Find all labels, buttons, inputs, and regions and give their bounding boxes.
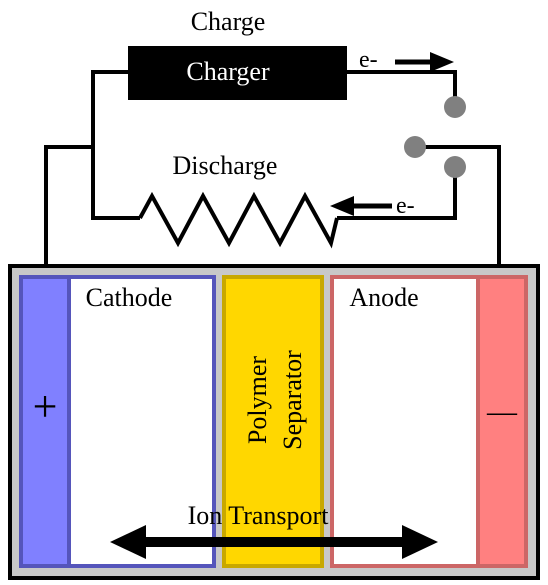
anode-terminal bbox=[476, 275, 528, 568]
cathode-lead-wire bbox=[44, 145, 93, 278]
anode-label: Anode bbox=[349, 283, 418, 312]
switch-contact-discharge bbox=[444, 156, 466, 178]
polymer-separator bbox=[222, 275, 324, 568]
anode-region bbox=[330, 275, 480, 568]
discharge-wire-right bbox=[337, 168, 457, 220]
circuit-wires bbox=[44, 70, 501, 278]
switch-contact-charge bbox=[444, 96, 466, 118]
electron-arrow-bottom-head bbox=[330, 196, 354, 216]
charge-label: Charge bbox=[191, 7, 266, 36]
switch bbox=[404, 96, 466, 178]
discharge-label: Discharge bbox=[173, 151, 278, 180]
charger: Charger bbox=[128, 46, 347, 100]
negative-sign: — bbox=[486, 395, 518, 428]
battery-cell: Cathode Anode + — Polymer Separator Ion … bbox=[8, 264, 540, 580]
anode-lead-wire bbox=[415, 145, 501, 278]
switch-contact-common bbox=[404, 136, 426, 158]
cathode-label: Cathode bbox=[86, 283, 173, 312]
charger-label: Charger bbox=[186, 57, 270, 86]
cathode-terminal bbox=[19, 275, 71, 568]
ion-arrow-head-right bbox=[402, 525, 438, 559]
ion-arrow-shaft bbox=[140, 537, 410, 547]
charger-wire-right bbox=[347, 70, 457, 102]
ion-transport-label: Ion Transport bbox=[188, 501, 330, 530]
electron-arrow-top-head bbox=[430, 52, 454, 72]
separator-label: Polymer Separator bbox=[243, 350, 307, 450]
charger-box bbox=[128, 46, 347, 100]
separator-label-line2: Separator bbox=[278, 350, 307, 450]
electron-label-top: e- bbox=[359, 47, 378, 73]
ion-transport-arrow bbox=[110, 525, 438, 559]
electron-label-bottom: e- bbox=[396, 193, 415, 219]
resistor-zigzag bbox=[138, 191, 339, 249]
cathode-region bbox=[67, 275, 216, 568]
ion-arrow-head-left bbox=[110, 525, 146, 559]
electron-flow-top: e- bbox=[359, 47, 454, 73]
electron-flow-bottom: e- bbox=[330, 193, 415, 219]
positive-sign: + bbox=[33, 382, 58, 431]
separator-label-line1: Polymer bbox=[243, 356, 272, 444]
